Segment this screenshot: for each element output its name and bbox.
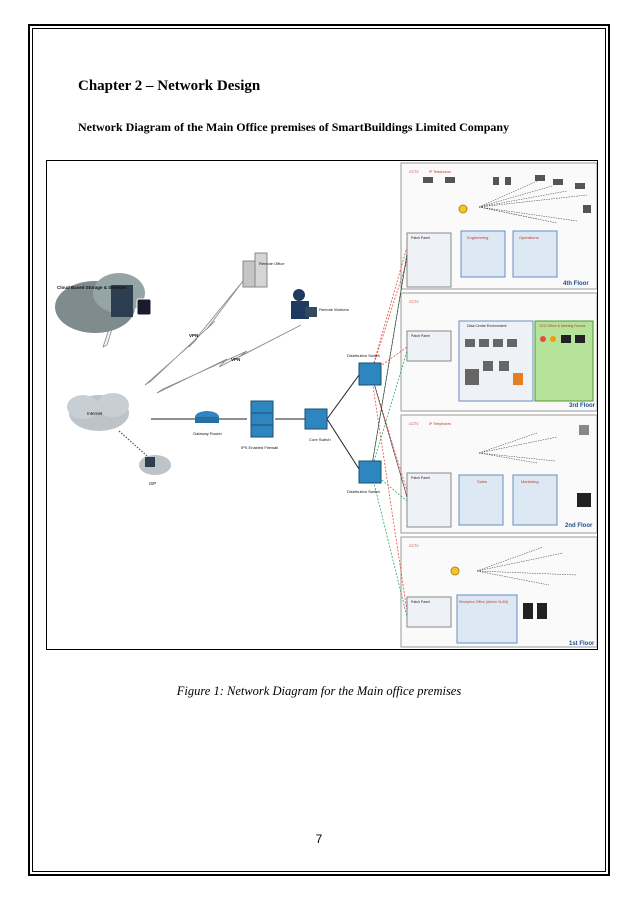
vpn-label-1: VPN (189, 333, 198, 338)
data-centre-label: Data Centre Environment (467, 324, 507, 328)
floor-4-panel: Engineering Operations Patch Panel CCTV … (400, 162, 598, 290)
firewall-label: IPS Enabled Firewall (241, 445, 278, 450)
figure-caption: Figure 1: Network Diagram for the Main o… (176, 684, 462, 698)
gateway-router-node: Gateway Router (193, 411, 223, 436)
cloud-storage-label: Cloud Based Storage & Services (57, 285, 127, 290)
cctv-label-1: CCTV (409, 544, 419, 548)
floor-2-panel: Sales Marketing Patch Panel CCTV IP Tele… (400, 414, 598, 534)
core-switch-label: Core Switch (309, 437, 331, 442)
core-links (151, 374, 360, 470)
cctv-label-3: CCTV (409, 300, 419, 304)
core-switch-node: Core Switch (304, 408, 331, 442)
engineering-label: Engineering (467, 235, 488, 240)
page-border-inner (32, 28, 606, 872)
cctv-label-4: CCTV (409, 170, 419, 174)
remote-office-label: Remote Office (259, 261, 285, 266)
gateway-router-label: Gateway Router (193, 431, 223, 436)
sales-label: Sales (477, 479, 487, 484)
isp-node: ISP (139, 455, 171, 486)
network-diagram-figure: Engineering Operations Patch Panel CCTV … (46, 160, 598, 650)
patch-panel-label-1: Patch Panel (411, 600, 430, 604)
dist-switch-1-label: Distribution Switch (347, 353, 380, 358)
network-diagram: Engineering Operations Patch Panel CCTV … (55, 162, 598, 648)
floor-3-panel: Data Centre Environment CEO Office & Mee… (400, 292, 598, 412)
patch-panel-label-3: Patch Panel (411, 334, 430, 338)
ceo-office-label: CEO Office & Meeting Rooms (539, 324, 586, 328)
patch-panel-label-4: Patch Panel (411, 236, 430, 240)
ip-telephones-label-4: IP Telephones (429, 170, 451, 174)
firewall-node: IPS Enabled Firewall (241, 400, 278, 450)
page-number: 7 (315, 832, 323, 846)
cctv-label-2: CCTV (409, 422, 419, 426)
floor-uplinks (370, 246, 408, 618)
operations-label: Operations (519, 235, 539, 240)
distribution-switch-2: Distribution Switch (347, 460, 382, 494)
remote-office-node: Remote Office (242, 252, 285, 288)
chapter-heading: Chapter 2 – Network Design (78, 78, 261, 94)
cloud-storage-node: Cloud Based Storage & Services (55, 273, 152, 333)
vpn-label-2: VPN (231, 357, 240, 362)
remote-workers-node: Remote Workers (291, 289, 349, 319)
floor-1-panel: Reception Office (Admin VLAN) Patch Pane… (400, 536, 598, 648)
floor-4-label: 4th Floor (563, 281, 589, 287)
floor-2-label: 2nd Floor (565, 523, 593, 529)
marketing-label: Marketing (521, 479, 539, 484)
patch-panel-label-2: Patch Panel (411, 476, 430, 480)
page-border-outer (28, 24, 610, 876)
dist-switch-2-label: Distribution Switch (347, 489, 380, 494)
isp-label: ISP (149, 481, 156, 486)
diagram-subheading: Network Diagram of the Main Office premi… (78, 120, 510, 134)
ip-telephones-label-2: IP Telephones (429, 422, 451, 426)
reception-label: Reception Office (Admin VLAN) (459, 600, 508, 604)
distribution-switch-1: Distribution Switch (347, 353, 382, 386)
internet-node: Internet (67, 393, 129, 431)
floor-3-label: 3rd Floor (569, 403, 596, 409)
remote-workers-label: Remote Workers (319, 307, 349, 312)
floor-1-label: 1st Floor (569, 641, 595, 647)
internet-label: Internet (87, 411, 103, 416)
